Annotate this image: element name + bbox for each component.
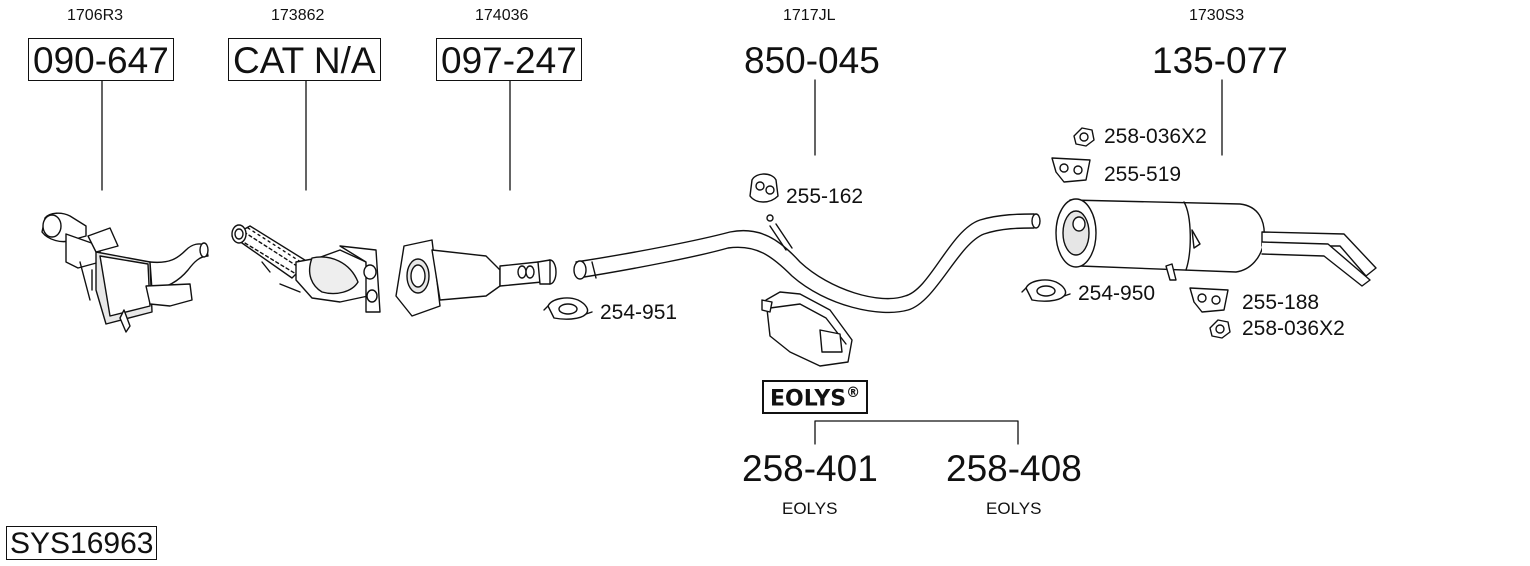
clamp-icon — [1021, 279, 1071, 302]
eolys-part-number: 258-408 — [946, 448, 1082, 489]
accessory-label: 258-036X2 — [1104, 125, 1207, 148]
rubber-hanger-icon — [1051, 157, 1091, 183]
nut-icon — [1209, 319, 1231, 339]
ref-number: 1706R3 — [67, 7, 124, 24]
eolys-caption: EOLYS — [782, 499, 838, 518]
leader-lines — [101, 79, 1223, 445]
eolys-bracket-line — [814, 420, 1019, 445]
rear-silencer-drawing — [1055, 198, 1377, 287]
part-number-box: 090-647 — [28, 38, 174, 81]
accessory-label: 254-950 — [1078, 282, 1156, 305]
part-number-box: 097-247 — [436, 38, 582, 81]
trademark-symbol: ® — [846, 385, 861, 401]
part-number: 135-077 — [1152, 40, 1288, 81]
part-number-box: CAT N/A — [228, 38, 381, 81]
eolys-badge: EOLYS® — [762, 380, 869, 415]
eolys-badge-text: EOLYS — [770, 386, 847, 412]
accessory-label: 254-951 — [600, 301, 678, 324]
ref-number: 1730S3 — [1189, 7, 1245, 24]
eolys-tank-drawing — [761, 291, 853, 367]
rubber-mount-icon — [749, 173, 779, 203]
ref-number: 174036 — [475, 7, 529, 24]
rubber-hanger-icon — [1189, 287, 1229, 313]
clamp-icon — [543, 297, 593, 320]
accessory-label: 255-162 — [786, 185, 864, 208]
eolys-caption: EOLYS — [986, 499, 1042, 518]
ref-number: 1717JL — [783, 7, 836, 24]
flex-pipe-converter-drawing — [231, 224, 381, 313]
eolys-part-number: 258-401 — [742, 448, 878, 489]
particulate-filter-drawing — [395, 239, 557, 317]
ref-number: 173862 — [271, 7, 325, 24]
intermediate-pipe-drawing — [573, 213, 1041, 314]
system-code: SYS16963 — [6, 526, 158, 560]
part-number: 850-045 — [744, 40, 880, 81]
nut-icon — [1073, 127, 1095, 147]
accessory-label: 255-188 — [1242, 291, 1320, 314]
catalytic-converter-drawing — [41, 212, 209, 333]
accessory-label: 258-036X2 — [1242, 317, 1345, 340]
accessory-label: 255-519 — [1104, 163, 1182, 186]
